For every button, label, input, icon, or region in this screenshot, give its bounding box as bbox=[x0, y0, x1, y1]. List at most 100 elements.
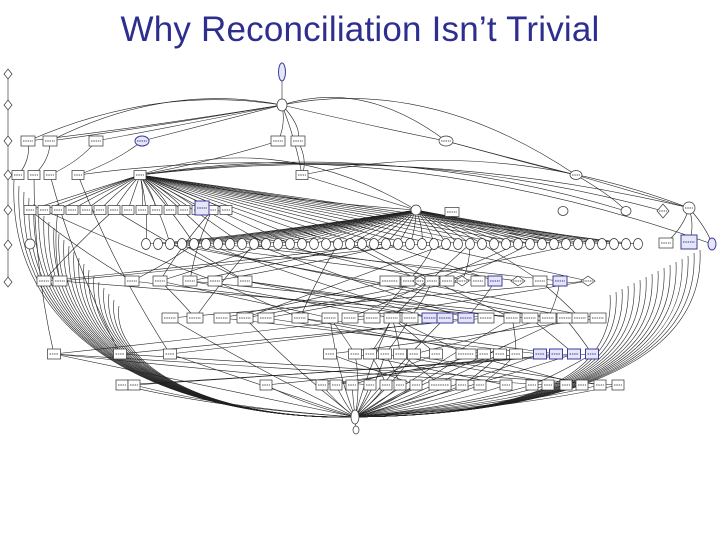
graph-node bbox=[315, 379, 329, 391]
graph-node bbox=[407, 348, 421, 360]
graph-edge bbox=[181, 243, 549, 319]
graph-edges bbox=[7, 71, 713, 431]
graph-node bbox=[107, 205, 121, 215]
graph-edge bbox=[281, 97, 447, 142]
graph-node bbox=[3, 276, 13, 288]
graph-node bbox=[278, 62, 286, 82]
graph-edge bbox=[244, 280, 487, 319]
graph-node bbox=[453, 238, 463, 250]
graph-edge bbox=[139, 161, 627, 212]
graph-edge bbox=[77, 162, 713, 245]
graph-node bbox=[93, 205, 107, 215]
graph-node bbox=[501, 238, 511, 250]
graph-node bbox=[477, 238, 487, 250]
graph-node bbox=[441, 238, 451, 250]
graph-node bbox=[549, 348, 563, 360]
graph-edge bbox=[354, 384, 481, 418]
graph-edge bbox=[253, 243, 467, 319]
graph-node bbox=[513, 238, 523, 250]
graph-edge bbox=[77, 140, 143, 176]
graph-node bbox=[259, 379, 273, 391]
graph-node bbox=[309, 238, 319, 250]
graph-node bbox=[350, 409, 360, 425]
graph-node bbox=[682, 201, 696, 215]
graph-node bbox=[381, 238, 391, 250]
graph-node bbox=[465, 238, 475, 250]
graph-edge bbox=[354, 384, 533, 418]
graph-edge bbox=[389, 243, 579, 282]
graph-node bbox=[37, 205, 51, 215]
graph-node bbox=[557, 206, 569, 216]
graph-edge bbox=[301, 160, 690, 209]
graph-edge bbox=[329, 317, 356, 418]
graph-node bbox=[321, 238, 331, 250]
graph-node bbox=[189, 238, 199, 250]
graph-edge bbox=[299, 243, 339, 319]
graph-edge bbox=[421, 243, 589, 282]
graph-edge bbox=[407, 280, 599, 319]
graph-node bbox=[3, 135, 13, 147]
graph-node bbox=[417, 238, 427, 250]
graph-node bbox=[11, 170, 25, 180]
graph-node bbox=[237, 238, 247, 250]
graph-node bbox=[393, 379, 407, 391]
graph-edge bbox=[511, 317, 517, 355]
graph-edge bbox=[446, 243, 531, 282]
graph-edge bbox=[301, 174, 417, 211]
graph-node bbox=[273, 238, 283, 250]
graph-node bbox=[219, 205, 233, 215]
graph-edge bbox=[221, 317, 541, 355]
graph-edge bbox=[139, 174, 459, 245]
graph-node bbox=[493, 348, 507, 360]
dependency-graph bbox=[3, 62, 717, 435]
graph-node bbox=[405, 238, 415, 250]
graph-node bbox=[297, 238, 307, 250]
graph-node bbox=[3, 169, 13, 181]
graph-edge bbox=[127, 174, 141, 211]
graph-edge bbox=[139, 174, 363, 245]
graph-edge bbox=[415, 209, 507, 245]
graph-node bbox=[585, 348, 599, 360]
graph-node bbox=[47, 348, 61, 360]
graph-edge bbox=[337, 209, 417, 245]
graph-edge bbox=[55, 209, 61, 282]
graph-node bbox=[249, 238, 259, 250]
graph-node bbox=[409, 379, 423, 391]
graph-edge bbox=[98, 281, 356, 418]
graph-node bbox=[225, 238, 235, 250]
graph-edge bbox=[281, 104, 447, 142]
graph-node bbox=[567, 348, 581, 360]
graph-node bbox=[201, 238, 211, 250]
graph-edge bbox=[113, 209, 246, 282]
graph-node bbox=[379, 379, 393, 391]
graph-node bbox=[585, 238, 595, 250]
graph-node bbox=[378, 348, 392, 360]
graph-node bbox=[71, 170, 85, 180]
graph-node bbox=[3, 239, 13, 251]
graph-edge bbox=[58, 233, 356, 418]
graph-edge bbox=[85, 174, 141, 211]
graph-nodes bbox=[3, 62, 717, 435]
graph-edge bbox=[29, 209, 133, 282]
graph-edge bbox=[194, 243, 255, 319]
graph-node bbox=[455, 379, 469, 391]
graph-node bbox=[593, 379, 607, 391]
graph-node bbox=[352, 425, 360, 435]
graph-edge bbox=[159, 280, 331, 319]
graph-node bbox=[549, 238, 559, 250]
graph-node bbox=[561, 238, 571, 250]
graph-node bbox=[473, 379, 487, 391]
graph-node bbox=[410, 204, 422, 216]
graph-edge bbox=[354, 317, 393, 418]
graph-node bbox=[141, 238, 151, 250]
graph-node bbox=[541, 379, 555, 391]
graph-node bbox=[348, 348, 362, 360]
graph-node bbox=[329, 379, 343, 391]
graph-node bbox=[79, 205, 93, 215]
graph-edge bbox=[354, 384, 507, 418]
graph-edge bbox=[329, 317, 356, 355]
graph-node bbox=[135, 205, 149, 215]
graph-node bbox=[51, 205, 65, 215]
graph-node bbox=[24, 238, 36, 250]
graph-node bbox=[429, 348, 443, 360]
